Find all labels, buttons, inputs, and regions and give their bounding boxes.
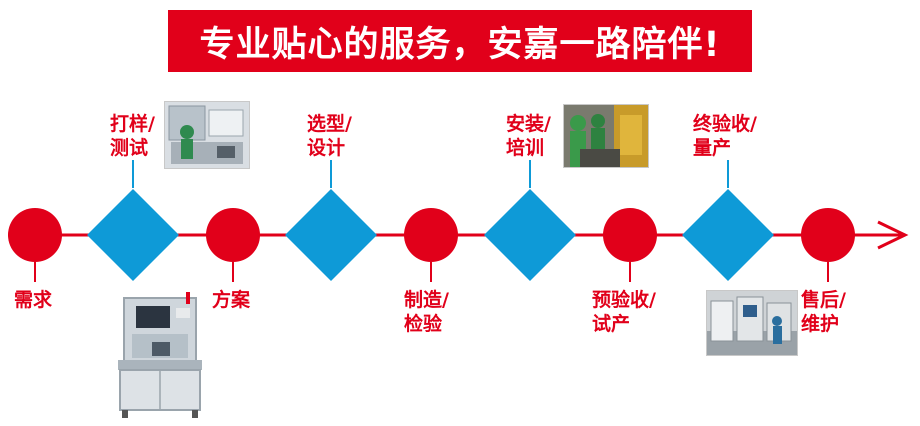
timeline-arrowhead — [877, 220, 909, 250]
step-diamond — [285, 189, 377, 281]
step-label-install-training: 安装/ 培训 — [506, 113, 551, 159]
step-label-selection-design: 选型/ 设计 — [307, 113, 352, 159]
step-circle — [404, 208, 458, 262]
step-circle — [8, 208, 62, 262]
step-circle — [801, 208, 855, 262]
step-diamond — [87, 189, 179, 281]
step-circle — [603, 208, 657, 262]
factory-photo — [706, 290, 798, 356]
step-label-manufacture-inspection: 制造/ 检验 — [404, 289, 449, 335]
machine-photo — [110, 290, 210, 420]
step-label-proposal: 方案 — [212, 289, 251, 311]
step-label-final-acceptance: 终验收/ 量产 — [693, 113, 757, 159]
testing-lab-photo — [164, 101, 250, 169]
training-photo — [563, 104, 649, 168]
step-label-preacceptance-trial: 预验收/ 试产 — [592, 289, 656, 335]
step-label-sampling-testing: 打样/ 测试 — [110, 113, 155, 159]
banner-title: 专业贴心的服务，安嘉一路陪伴! — [168, 10, 752, 72]
step-label-requirement: 需求 — [14, 289, 53, 311]
step-diamond — [682, 189, 774, 281]
step-diamond — [484, 189, 576, 281]
step-circle — [206, 208, 260, 262]
step-label-after-sales: 售后/ 维护 — [801, 289, 846, 335]
